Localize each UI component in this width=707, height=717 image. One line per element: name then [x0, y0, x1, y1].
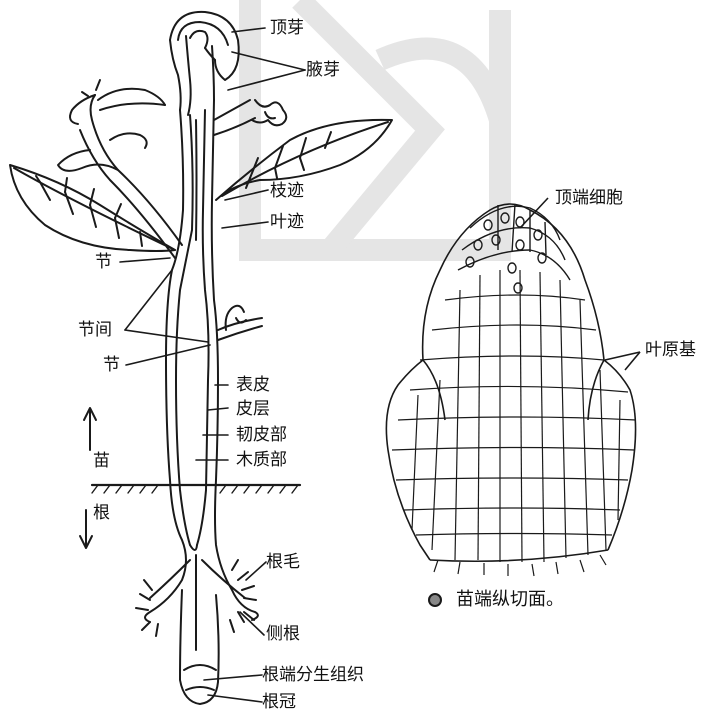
- label-cortex: 皮层: [236, 399, 270, 419]
- label-root-apical-meristem: 根端分生组织: [262, 665, 364, 685]
- label-shoot: 苗: [93, 451, 110, 471]
- label-root-hair: 根毛: [266, 552, 300, 572]
- label-root: 根: [93, 503, 110, 523]
- figure-caption: 苗端纵切面。: [428, 590, 564, 610]
- label-node-lower: 节: [103, 355, 120, 375]
- label-node-upper: 节: [95, 252, 112, 272]
- cell-grid: [392, 270, 636, 562]
- bullet-circle-icon: [428, 593, 442, 607]
- label-leaf-trace: 叶迹: [270, 212, 304, 232]
- label-xylem: 木质部: [236, 450, 287, 470]
- apical-cells: [458, 204, 570, 293]
- label-leaf-primordium: 叶原基: [645, 340, 696, 360]
- label-epidermis: 表皮: [236, 375, 270, 395]
- label-terminal-bud: 顶芽: [270, 18, 304, 38]
- label-apical-cells: 顶端细胞: [555, 188, 623, 208]
- label-internode: 节间: [78, 320, 112, 340]
- label-branch-trace: 枝迹: [270, 181, 304, 201]
- label-lateral-root: 侧根: [266, 624, 300, 644]
- label-root-cap: 根冠: [262, 692, 296, 712]
- label-axillary-bud: 腋芽: [306, 60, 340, 80]
- label-phloem: 韧皮部: [236, 425, 287, 445]
- caption-text: 苗端纵切面。: [456, 589, 564, 610]
